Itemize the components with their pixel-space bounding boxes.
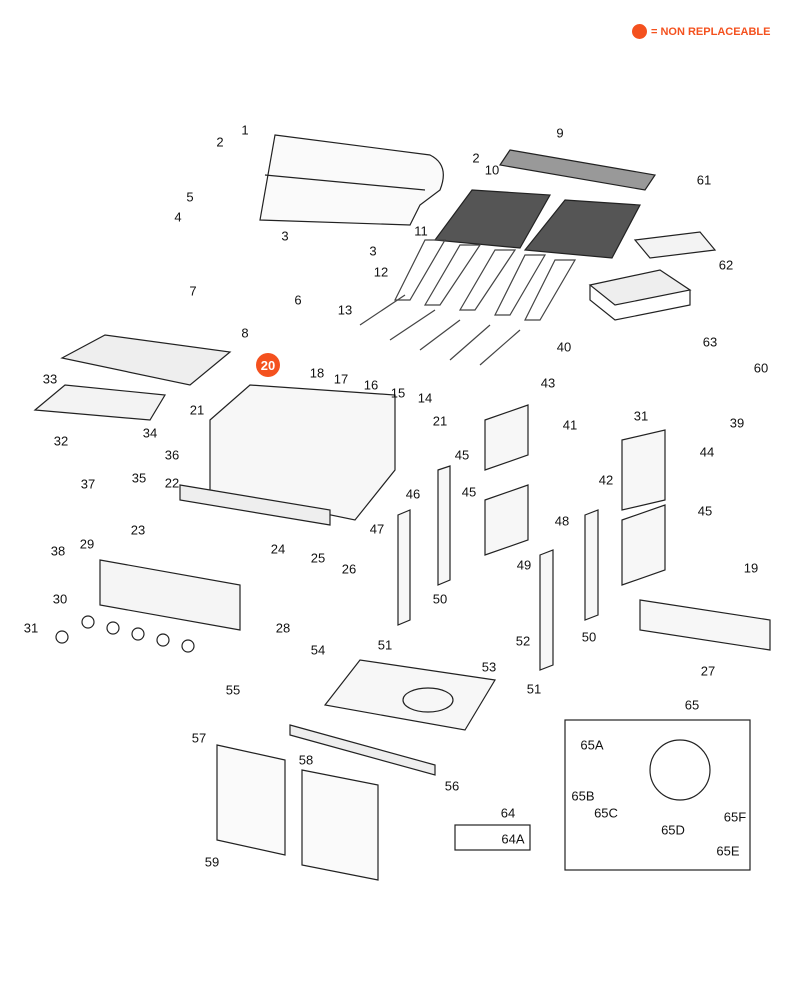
part-callout: 31: [23, 620, 39, 636]
part-callout: 37: [80, 476, 96, 492]
legend-text: = NON REPLACEABLE: [651, 25, 771, 38]
part-callout: 41: [562, 417, 578, 433]
part-callout: 65C: [594, 805, 618, 821]
part-callout: 40: [556, 339, 572, 355]
part-callout: 9: [556, 125, 564, 141]
part-callout: 63: [702, 334, 718, 350]
part-callout: 59: [204, 854, 220, 870]
part-callout: 65E: [716, 843, 740, 859]
part-callout: 3: [369, 243, 377, 259]
part-callout: 4: [174, 209, 182, 225]
part-callout: 50: [581, 629, 597, 645]
part-callout: 36: [164, 447, 180, 463]
part-callout: 16: [363, 377, 379, 393]
part-callout: 50: [432, 591, 448, 607]
part-callout: 26: [341, 561, 357, 577]
part-callout: 48: [554, 513, 570, 529]
part-callout: 45: [454, 447, 470, 463]
part-callout: 15: [390, 385, 406, 401]
part-callout: 24: [270, 541, 286, 557]
bottom-shelf: [323, 659, 496, 731]
part-callout: 56: [444, 778, 460, 794]
part-callout: 45: [697, 503, 713, 519]
part-callout: 25: [310, 550, 326, 566]
part-callout: 12: [373, 264, 389, 280]
part-callout: 39: [729, 415, 745, 431]
part-callout: 38: [50, 543, 66, 559]
part-callout: 31: [633, 408, 649, 424]
part-callout: 29: [79, 536, 95, 552]
part-callout: 3: [281, 228, 289, 244]
door-right: [301, 769, 379, 881]
part-callout: 5: [186, 189, 194, 205]
part-callout: 64A: [501, 831, 525, 847]
part-callout: 17: [333, 371, 349, 387]
control-panel: [99, 559, 241, 631]
part-callout: 51: [526, 681, 542, 697]
lid: [259, 134, 444, 226]
part-callout: 45: [461, 484, 477, 500]
part-callout: 2: [472, 150, 480, 166]
part-callout: 14: [417, 390, 433, 406]
part-callout: 22: [164, 475, 180, 491]
part-callout: 57: [191, 730, 207, 746]
part-callout: 55: [225, 682, 241, 698]
part-callout: 43: [540, 375, 556, 391]
cart-panels: [397, 404, 771, 671]
part-callout: 28: [275, 620, 291, 636]
part-callout: 62: [718, 257, 734, 273]
part-callout-non-replaceable: 20: [256, 353, 280, 377]
part-callout: 11: [414, 223, 428, 239]
part-callout: 10: [484, 162, 500, 178]
part-callout: 61: [696, 172, 712, 188]
part-callout: 46: [405, 486, 421, 502]
door-left: [216, 744, 286, 856]
part-callout: 65B: [571, 788, 595, 804]
part-callout: 64: [500, 805, 516, 821]
part-callout: 6: [294, 292, 302, 308]
part-callout: 27: [700, 663, 716, 679]
part-callout: 13: [337, 302, 353, 318]
part-callout: 23: [130, 522, 146, 538]
part-callout: 33: [42, 371, 58, 387]
part-callout: 65A: [580, 737, 604, 753]
part-callout: 19: [743, 560, 759, 576]
part-callout: 47: [369, 521, 385, 537]
part-callout: 65F: [723, 809, 747, 825]
part-callout: 1: [241, 122, 249, 138]
part-callout: 7: [189, 283, 197, 299]
part-callout: 54: [310, 642, 326, 658]
part-callout: 21: [432, 413, 448, 429]
part-callout: 49: [516, 557, 532, 573]
non-replaceable-dot-icon: [632, 24, 647, 39]
hose-kit-box: [564, 719, 751, 871]
part-callout: 60: [753, 360, 769, 376]
part-callout: 18: [309, 365, 325, 381]
part-callout: 42: [598, 472, 614, 488]
part-callout: 8: [241, 325, 249, 341]
part-callout: 2: [216, 134, 224, 150]
part-callout: 65D: [661, 822, 685, 838]
part-callout: 32: [53, 433, 69, 449]
knobs: [55, 615, 195, 653]
part-callout: 44: [699, 444, 715, 460]
kit-64-box: [454, 824, 531, 851]
part-callout: 51: [377, 637, 393, 653]
part-callout: 34: [142, 425, 158, 441]
part-callout: 53: [481, 659, 497, 675]
part-callout: 58: [298, 752, 314, 768]
part-callout: 21: [189, 402, 205, 418]
part-callout: 30: [52, 591, 68, 607]
cooking-grates: [433, 149, 657, 259]
part-callout: 65: [684, 697, 700, 713]
legend: = NON REPLACEABLE: [632, 24, 771, 39]
part-callout: 35: [131, 470, 147, 486]
part-callout: 52: [515, 633, 531, 649]
side-burner: [588, 269, 692, 306]
